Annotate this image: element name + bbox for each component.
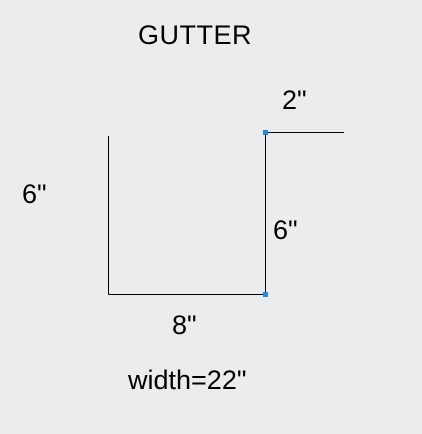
right-side-dimension: 6" [273,215,298,245]
total-width-label: width=22" [128,365,247,395]
vertex-handle-top[interactable] [263,130,268,135]
diagram-title: GUTTER [138,20,252,50]
vertex-handle-bottom[interactable] [263,292,268,297]
left-side-dimension: 6" [22,179,47,209]
top-flange-dimension: 2" [282,85,307,115]
bottom-dimension: 8" [172,310,197,340]
